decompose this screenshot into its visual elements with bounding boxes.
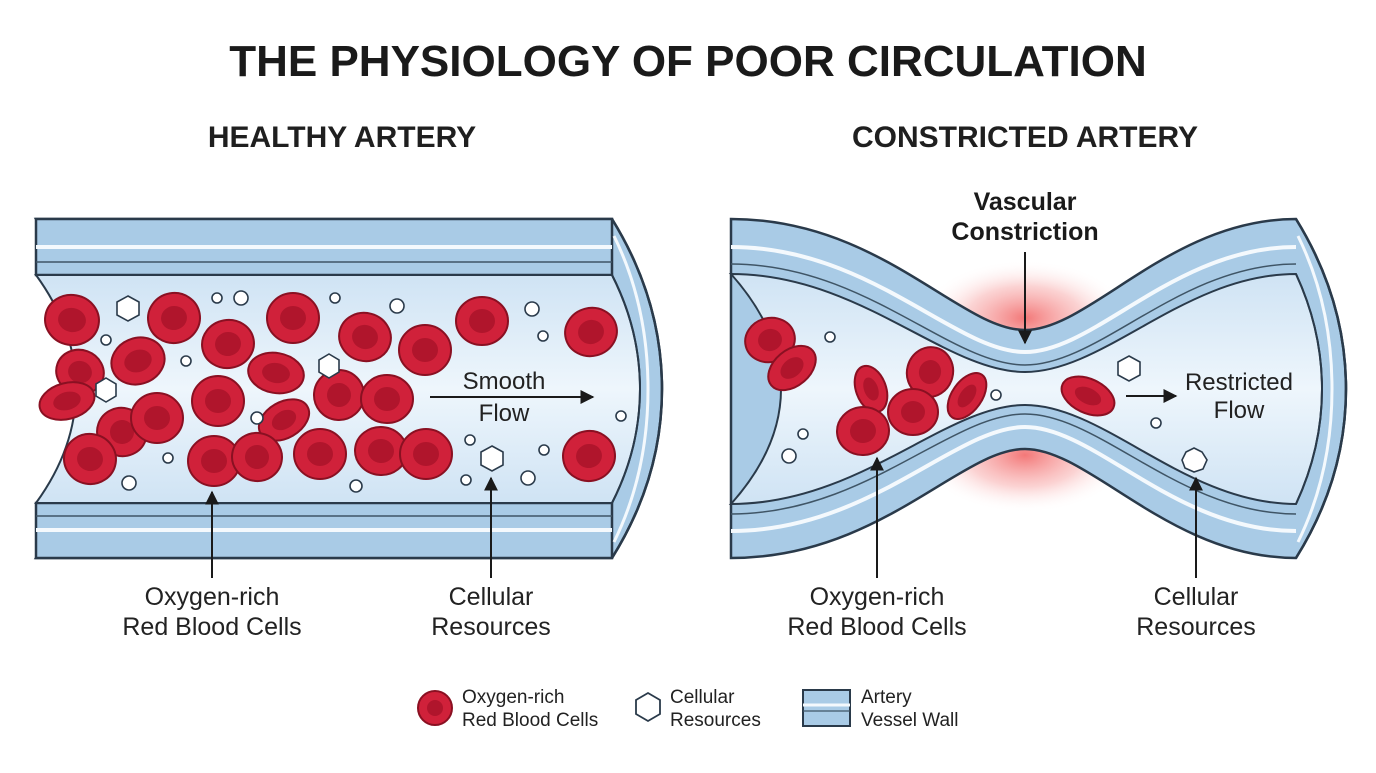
red-blood-cell [767, 344, 817, 392]
red-blood-cell [1060, 375, 1116, 417]
legend-item-rbc: Oxygen-rich Red Blood Cells [417, 687, 598, 731]
red-blood-cell [191, 375, 245, 427]
red-blood-cell [44, 293, 100, 347]
healthy-rbc-label-line2: Red Blood Cells [122, 613, 301, 641]
constricted-flow-label-line2: Flow [1214, 397, 1265, 424]
irregular-hexagon-icon [1181, 447, 1208, 473]
legend-resource-line1: Cellular [670, 687, 735, 708]
healthy-resource-label-line1: Cellular [449, 583, 534, 611]
healthy-artery-heading: HEALTHY ARTERY [208, 121, 476, 154]
red-blood-cell [247, 351, 305, 395]
red-blood-cell [564, 306, 618, 358]
red-blood-cell [360, 374, 414, 424]
hexagon-icon [95, 377, 117, 403]
resource-dot [524, 301, 540, 317]
healthy-flow-label-line1: Smooth [463, 368, 546, 395]
red-blood-cell [562, 429, 616, 483]
constricted-artery: Vascular Constriction Restricted Flow Ox… [728, 188, 1348, 641]
resource-dot [520, 470, 536, 486]
constricted-red-blood-cells [744, 316, 1116, 457]
resource-dot [100, 334, 112, 346]
legend-item-wall: Artery Vessel Wall [802, 687, 959, 731]
red-blood-cell [946, 372, 988, 420]
hexagon-icon [116, 295, 140, 322]
resource-dot [538, 444, 550, 456]
healthy-top-wall [34, 217, 614, 277]
resource-dot [389, 298, 405, 314]
resource-dot [464, 434, 476, 446]
constricted-cellular-resources [781, 331, 1208, 473]
constricted-flow-indicator: Restricted Flow [1126, 369, 1293, 424]
red-blood-cell [38, 381, 96, 421]
red-blood-cell [147, 291, 201, 345]
hexagon-icon [635, 691, 661, 723]
red-blood-cell [130, 392, 184, 444]
red-blood-cell [201, 318, 255, 370]
red-blood-cell [398, 324, 452, 376]
resource-dot [349, 479, 363, 493]
page-title: THE PHYSIOLOGY OF POOR CIRCULATION [229, 37, 1147, 86]
constricted-artery-heading: CONSTRICTED ARTERY [852, 121, 1198, 154]
constriction-callout-line1: Vascular [974, 188, 1077, 216]
constricted-flow-label-line1: Restricted [1185, 369, 1293, 396]
resource-dot [615, 410, 627, 422]
resource-dot [797, 428, 809, 440]
red-blood-cell [354, 425, 408, 477]
red-blood-cell [231, 431, 283, 483]
constricted-rbc-label-line1: Oxygen-rich [810, 583, 945, 611]
resource-dot [990, 389, 1002, 401]
red-blood-cell [455, 296, 509, 346]
red-blood-cell [293, 428, 347, 480]
red-blood-cell [905, 346, 955, 398]
legend-wall-line2: Vessel Wall [861, 710, 959, 731]
legend-wall-line1: Artery [861, 687, 912, 708]
hexagon-icon [1117, 355, 1141, 382]
red-blood-cell [63, 432, 117, 486]
resource-dot [250, 411, 264, 425]
healthy-flow-indicator: Smooth Flow [430, 368, 595, 427]
resource-dot [233, 290, 249, 306]
resource-dot [1150, 417, 1162, 429]
resource-dot [211, 292, 223, 304]
healthy-flow-label-line2: Flow [479, 400, 530, 427]
constricted-resource-label-line2: Resources [1136, 613, 1256, 641]
constriction-callout-line2: Constriction [951, 218, 1098, 246]
red-blood-cell [887, 388, 939, 436]
healthy-bottom-wall [34, 501, 614, 560]
legend: Oxygen-rich Red Blood Cells Cellular Res… [417, 687, 959, 731]
resource-dot [537, 330, 549, 342]
red-blood-cell [266, 292, 320, 344]
constricted-rbc-label-line2: Red Blood Cells [787, 613, 966, 641]
red-blood-cell [313, 369, 365, 421]
healthy-red-blood-cells [38, 291, 618, 487]
red-blood-cell [338, 311, 392, 363]
constricted-resource-label-line1: Cellular [1154, 583, 1239, 611]
hexagon-icon [318, 353, 340, 379]
red-blood-cell [110, 336, 166, 386]
resource-dot [460, 474, 472, 486]
legend-resource-line2: Resources [670, 710, 761, 731]
resource-dot [824, 331, 836, 343]
red-blood-cell [836, 405, 890, 457]
resource-dot [329, 292, 341, 304]
healthy-artery: Smooth Flow Oxygen-rich Red Blood Cells … [33, 217, 664, 641]
red-blood-cell-icon [417, 690, 453, 726]
resource-dot [180, 355, 192, 367]
resource-dot [781, 448, 797, 464]
healthy-resource-label-line2: Resources [431, 613, 551, 641]
legend-rbc-line1: Oxygen-rich [462, 687, 564, 708]
hexagon-icon [480, 445, 504, 472]
red-blood-cell [399, 428, 453, 480]
legend-item-resources: Cellular Resources [635, 687, 761, 731]
red-blood-cell [853, 364, 889, 414]
healthy-rbc-label-line1: Oxygen-rich [145, 583, 280, 611]
legend-rbc-line2: Red Blood Cells [462, 710, 598, 731]
healthy-cellular-resources [95, 290, 627, 493]
resource-dot [162, 452, 174, 464]
vessel-wall-icon [802, 689, 851, 727]
resource-dot [121, 475, 137, 491]
